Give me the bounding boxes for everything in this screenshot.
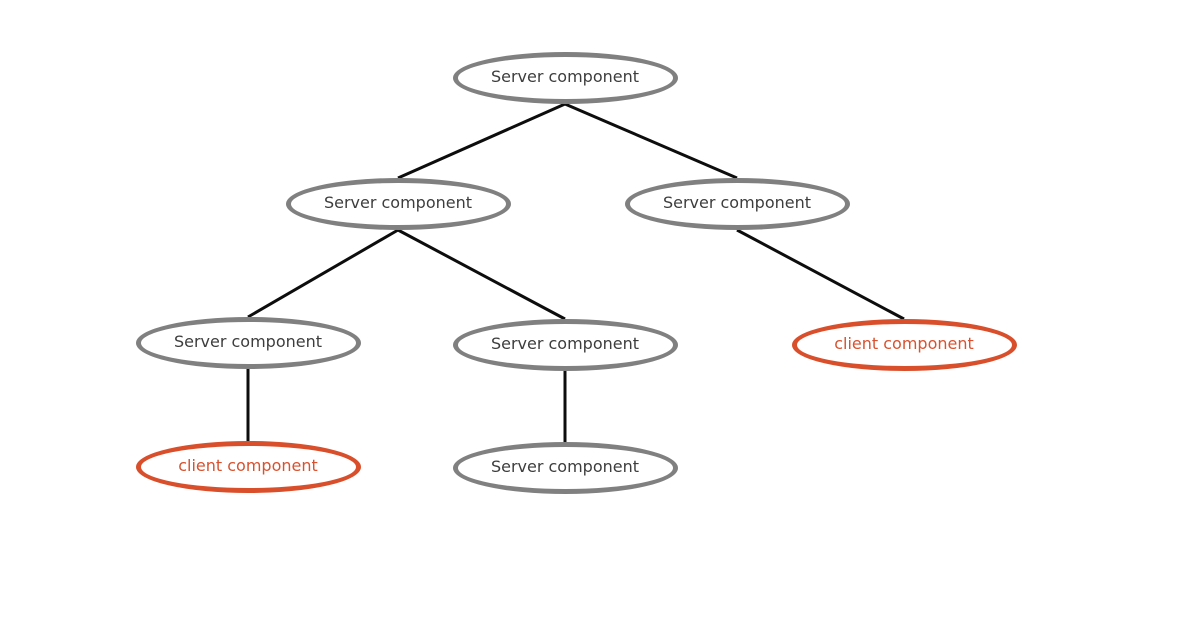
- tree-node-level3-left-server: Server component: [135, 317, 361, 369]
- node-label: Server component: [490, 67, 640, 86]
- node-label: client component: [834, 334, 974, 353]
- tree-edge-root-to-l2-left: [397, 102, 566, 180]
- node-label: Server component: [490, 457, 640, 476]
- node-label: Server component: [173, 332, 323, 351]
- node-label: Server component: [323, 193, 473, 212]
- node-label: Server component: [662, 193, 812, 212]
- tree-edge-l2-left-to-l3-left: [247, 228, 399, 319]
- tree-node-level4-left-client: client component: [135, 441, 361, 493]
- tree-node-level2-right-server: Server component: [624, 178, 850, 230]
- tree-node-level2-left-server: Server component: [285, 178, 511, 230]
- tree-edge-l2-left-to-l3-mid: [397, 228, 566, 321]
- tree-node-level4-middle-server: Server component: [452, 442, 678, 494]
- tree-node-level3-middle-server: Server component: [452, 319, 678, 371]
- tree-edge-l2-right-to-l3-right: [736, 228, 905, 321]
- tree-node-root-server: Server component: [452, 52, 678, 104]
- tree-edge-root-to-l2-right: [564, 102, 738, 180]
- tree-node-level3-right-client: client component: [791, 319, 1017, 371]
- node-label: Server component: [490, 334, 640, 353]
- node-label: client component: [178, 456, 318, 475]
